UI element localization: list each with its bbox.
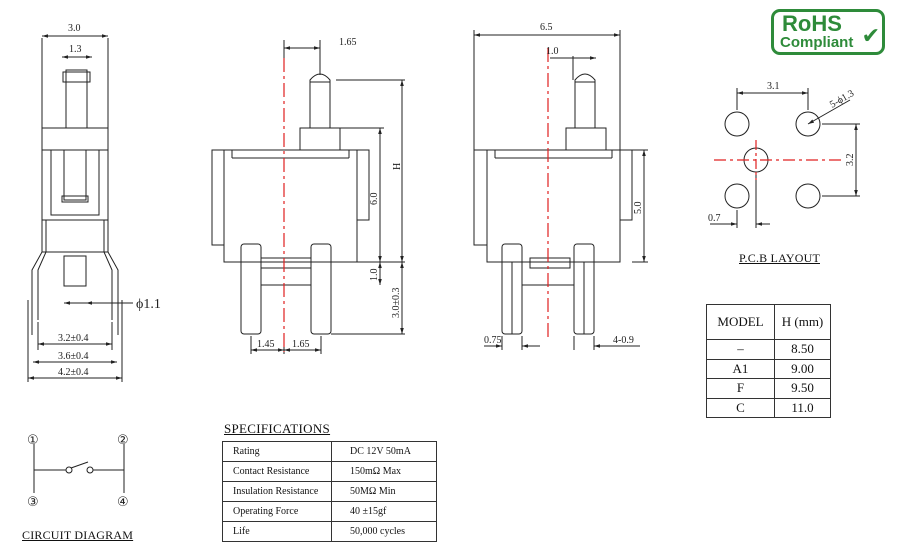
pcb-hole (795, 183, 821, 209)
table-row: A1 9.00 (706, 358, 831, 379)
spec-label: Contact Resistance (222, 461, 332, 482)
spec-value: 150mΩ Max (331, 461, 437, 482)
rohs-badge-line1: RoHS (782, 11, 842, 36)
side-view (27, 34, 133, 382)
front-view (211, 40, 405, 354)
side-dim-plunger: 1.3 (69, 44, 82, 55)
checkmark-icon: ✔ (861, 24, 880, 49)
rohs-badge-line2: Compliant (780, 34, 854, 51)
pcb-hole (795, 111, 821, 137)
model-cell: F (706, 378, 775, 399)
front-dim-H: H (392, 163, 403, 170)
pcb-layout (710, 88, 860, 228)
front-dim-pin-b: 1.65 (292, 339, 310, 350)
right-view (473, 30, 648, 350)
pcb-hole (724, 183, 750, 209)
table-row: Contact Resistance 150mΩ Max (222, 461, 437, 482)
table-row: Life 50,000 cycles (222, 521, 437, 542)
model-cell: C (706, 397, 775, 418)
right-dim-height: 5.0 (633, 202, 644, 215)
pcb-layout-caption: P.C.B LAYOUT (739, 251, 820, 265)
model-table: MODEL H (mm) – 8.50 A1 9.00 F 9.50 C 11.… (706, 304, 831, 418)
front-dim-body: 6.0 (369, 193, 380, 206)
table-row: – 8.50 (706, 339, 831, 360)
terminal-4: ④ (117, 495, 129, 510)
table-row: F 9.50 (706, 378, 831, 399)
height-cell: 9.00 (774, 358, 831, 379)
table-row: C 11.0 (706, 397, 831, 418)
table-row: Rating DC 12V 50mA (222, 441, 437, 462)
side-dim-pin-2: 3.6±0.4 (58, 351, 89, 362)
spec-value: 40 ±15gf (331, 501, 437, 522)
height-cell: 9.50 (774, 378, 831, 399)
pcb-dim-holes: 5-ϕ1.3 (828, 88, 856, 111)
model-table-header: MODEL H (mm) (706, 304, 831, 340)
spec-value: 50,000 cycles (331, 521, 437, 542)
front-dim-pin-len: 3.0±0.3 (391, 288, 402, 319)
table-row: Insulation Resistance 50MΩ Min (222, 481, 437, 502)
model-cell: A1 (706, 358, 775, 379)
right-dim-pin-w: 0.75 (484, 335, 502, 346)
side-dim-width: 3.0 (68, 23, 81, 34)
spec-label: Operating Force (222, 501, 332, 522)
pcb-dim-pitch-y: 3.2 (845, 154, 856, 167)
circuit-diagram-caption: CIRCUIT DIAGRAM (22, 528, 134, 542)
spec-label: Life (222, 521, 332, 542)
spec-label: Rating (222, 441, 332, 462)
height-header: H (mm) (774, 304, 831, 340)
height-cell: 8.50 (774, 339, 831, 360)
front-dim-offset: 1.65 (339, 37, 357, 48)
right-dim-width: 6.5 (540, 22, 553, 33)
terminal-1: ① (27, 433, 39, 448)
front-dim-base: 1.0 (369, 269, 380, 282)
front-dim-pin-a: 1.45 (257, 339, 275, 350)
model-header: MODEL (706, 304, 775, 340)
pcb-dim-offset: 0.7 (708, 213, 721, 224)
specifications-table: Rating DC 12V 50mA Contact Resistance 15… (222, 441, 437, 542)
model-cell: – (706, 339, 775, 360)
specifications-title: SPECIFICATIONS (224, 421, 331, 436)
terminal-3: ③ (27, 495, 39, 510)
right-dim-plunger: 1.0 (546, 46, 559, 57)
pcb-dim-pitch-x: 3.1 (767, 81, 780, 92)
side-dim-pin-1: 3.2±0.4 (58, 333, 89, 344)
spec-value: DC 12V 50mA (331, 441, 437, 462)
circuit-diagram (33, 444, 125, 493)
spec-value: 50MΩ Min (331, 481, 437, 502)
right-dim-pins: 4-0.9 (613, 335, 634, 346)
pcb-hole (724, 111, 750, 137)
spec-label: Insulation Resistance (222, 481, 332, 502)
terminal-2: ② (117, 433, 129, 448)
side-dim-pin-3: 4.2±0.4 (58, 367, 89, 378)
side-dim-phi: ϕ1.1 (136, 297, 161, 312)
rohs-compliant-badge: RoHS Compliant ✔ (771, 9, 885, 55)
height-cell: 11.0 (774, 397, 831, 418)
table-row: Operating Force 40 ±15gf (222, 501, 437, 522)
